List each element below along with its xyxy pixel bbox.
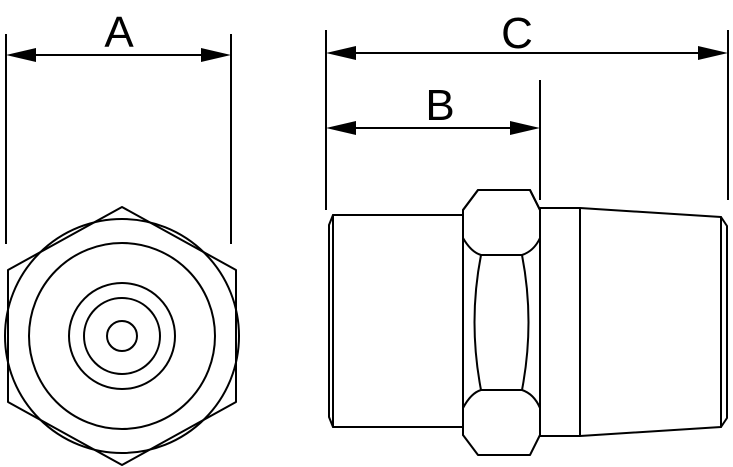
bore-middle-circle bbox=[83, 297, 161, 375]
collar-ring bbox=[539, 207, 581, 437]
dimension-c-arrow-left bbox=[326, 46, 356, 60]
collar-inner-circle bbox=[28, 242, 216, 430]
dimension-c-arrow-right bbox=[698, 46, 728, 60]
hex-nut-upper-facet bbox=[462, 189, 541, 256]
dimension-a-arrow-left bbox=[6, 48, 36, 62]
bore-outer-circle bbox=[68, 282, 176, 390]
bore-hole-circle bbox=[106, 320, 138, 352]
dimension-b-arrow-right bbox=[510, 121, 540, 135]
hex-nut-middle-facet-right bbox=[521, 254, 530, 391]
end-view bbox=[4, 206, 240, 466]
dimension-b-label: B bbox=[425, 81, 454, 130]
outer-collar-circle bbox=[4, 218, 240, 454]
tapered-tail bbox=[579, 207, 728, 437]
dimension-b: B bbox=[325, 80, 541, 210]
dimension-c: C bbox=[325, 9, 729, 200]
dimension-b-arrow-left bbox=[326, 121, 356, 135]
hex-nut-lower-facet bbox=[462, 389, 541, 436]
spigot-body bbox=[328, 214, 464, 428]
dimension-a-label: A bbox=[104, 8, 134, 57]
hex-nut-middle-facet bbox=[473, 254, 482, 391]
hex-outline bbox=[7, 206, 237, 466]
dimension-a-arrow-right bbox=[201, 48, 231, 62]
dimension-a: A bbox=[5, 8, 232, 244]
dimension-c-label: C bbox=[501, 9, 533, 58]
side-view bbox=[328, 189, 728, 456]
